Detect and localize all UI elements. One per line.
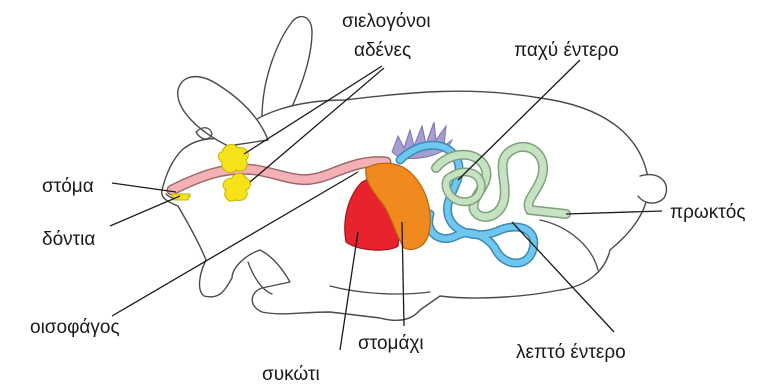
label-stomach: στομάχι <box>358 333 424 354</box>
label-small-intestine: λεπτό έντερο <box>516 342 626 363</box>
label-teeth: δόντια <box>42 229 95 250</box>
rabbit-tail <box>638 175 667 204</box>
label-esophagus: οισοφάγος <box>30 317 120 338</box>
label-anus: πρωκτός <box>670 202 745 223</box>
label-salivary-glands-line1: σιελογόνοι <box>342 11 431 32</box>
label-liver: συκώτι <box>262 364 320 385</box>
teeth-shape <box>172 194 190 200</box>
label-mouth: στόμα <box>42 176 94 197</box>
leader-teeth <box>110 196 180 226</box>
label-large-intestine: παχύ έντερο <box>514 40 619 61</box>
rabbit-near-ear <box>178 77 268 146</box>
label-salivary-glands-line2: αδένες <box>354 40 411 61</box>
